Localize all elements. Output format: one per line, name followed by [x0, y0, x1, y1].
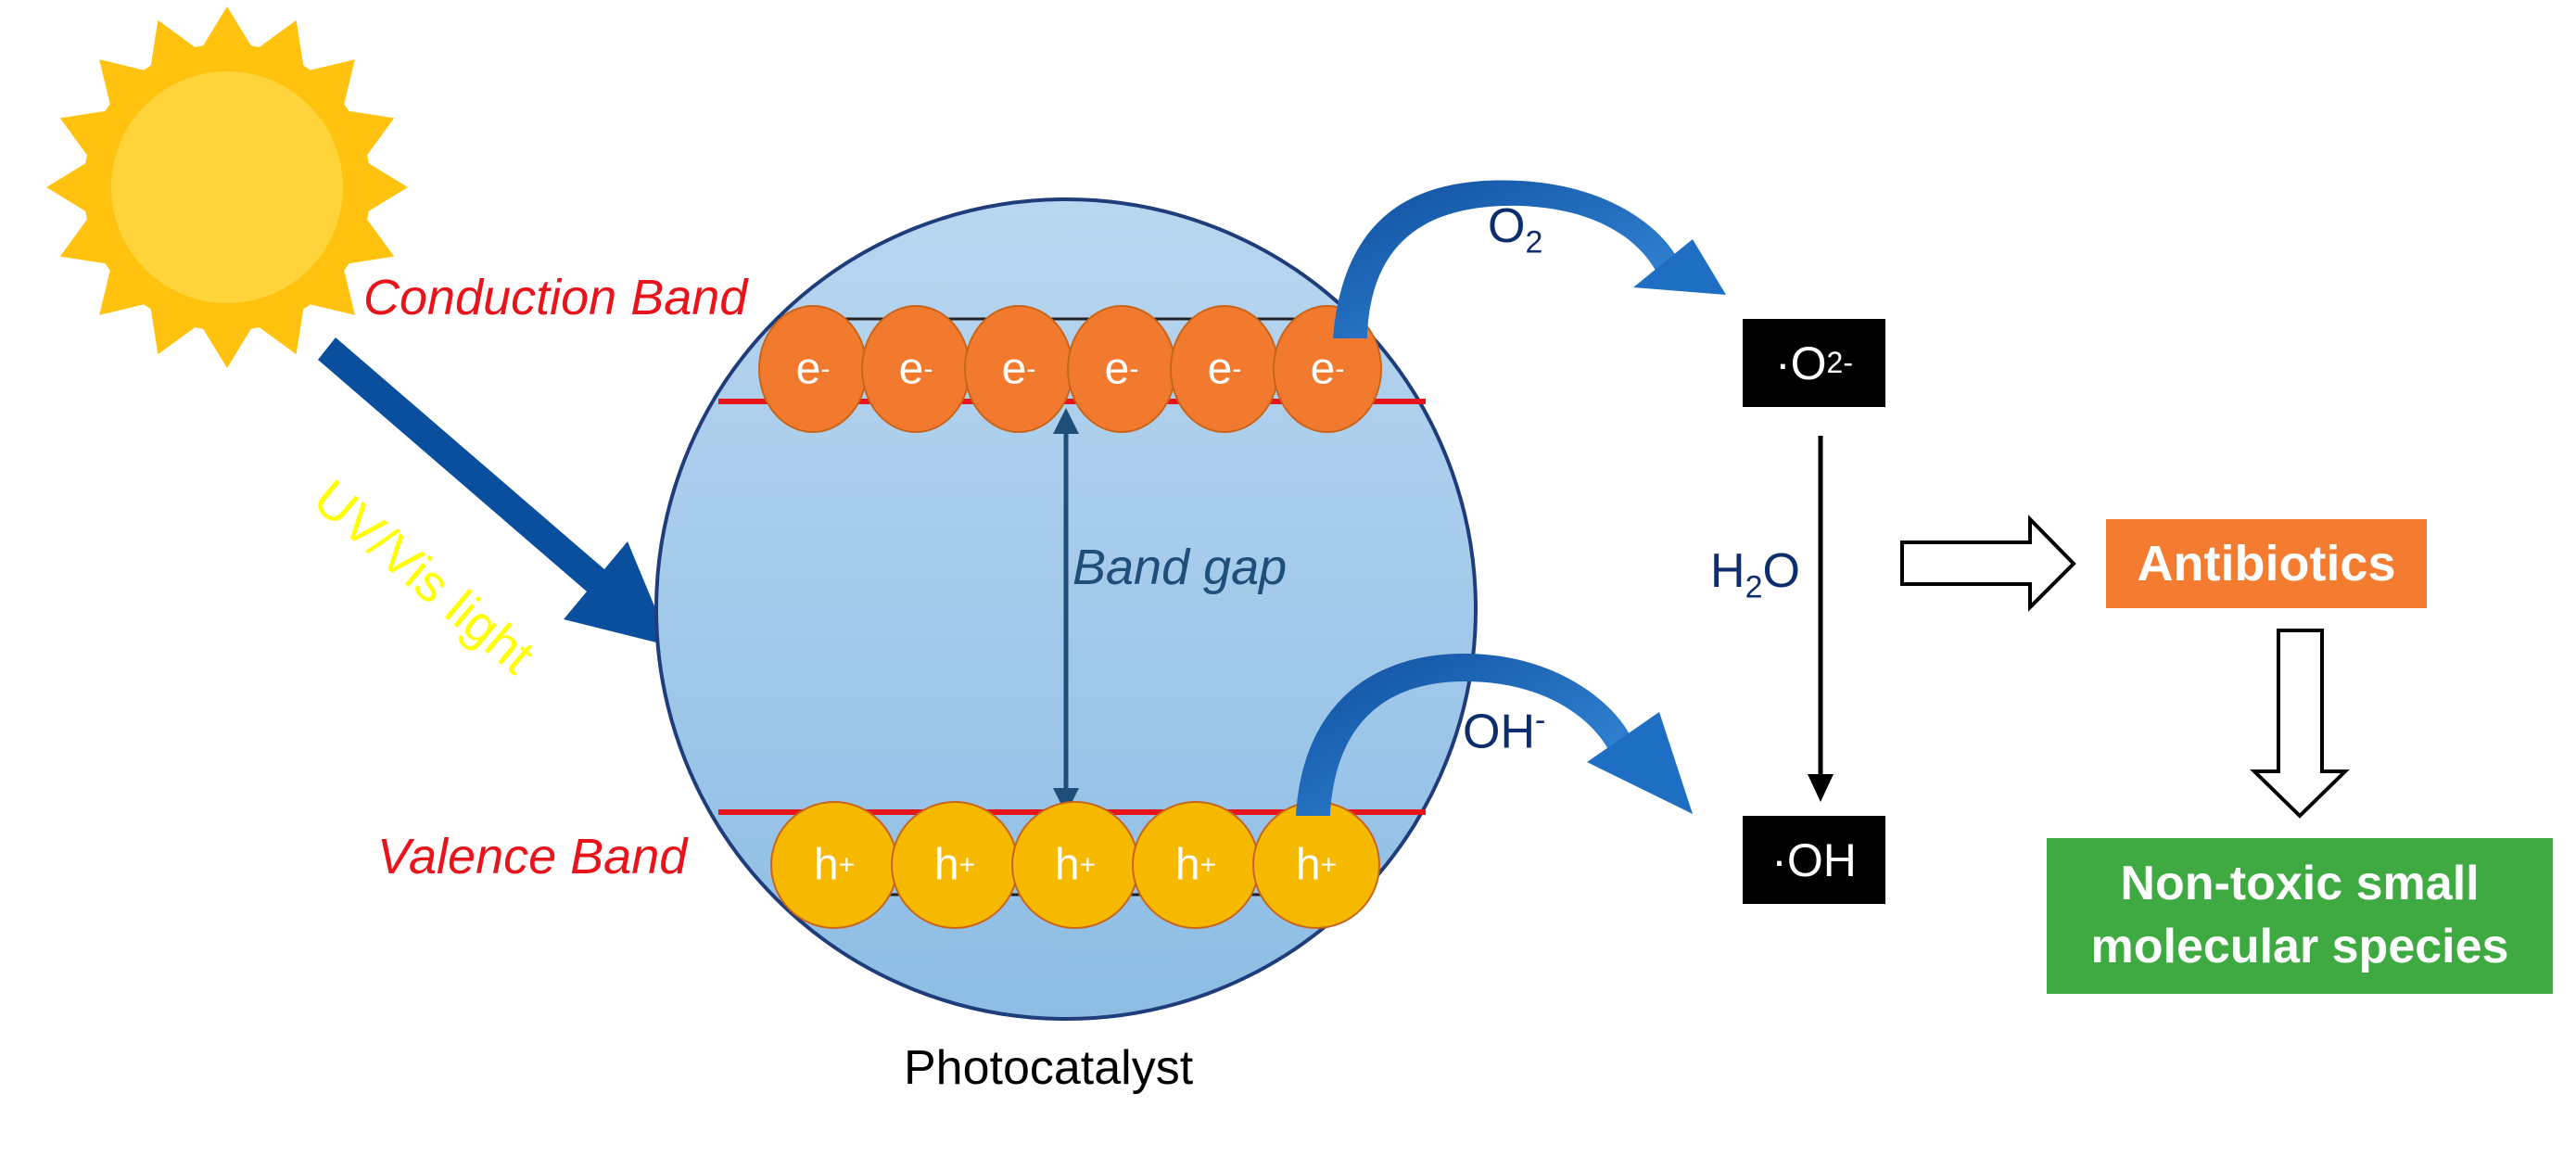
electron-charge: -	[1129, 353, 1139, 384]
valence-band-label: Valence Band	[377, 829, 688, 884]
oh-oxidation-arrow	[1296, 654, 1693, 816]
light-arrow	[318, 337, 671, 646]
hole-charge: +	[1079, 849, 1097, 880]
h2o-h: H	[1710, 544, 1745, 598]
h2o-o: O	[1762, 544, 1800, 598]
superoxide-symbol: ·O	[1775, 337, 1827, 389]
hydroxide-label: OH-	[1463, 705, 1545, 756]
hollow-right-arrow	[1900, 515, 2076, 612]
electron-label: e-	[899, 344, 933, 395]
electron-charge: -	[1232, 353, 1242, 384]
electron-symbol: e	[1104, 344, 1130, 394]
electron-symbol: e	[1310, 344, 1336, 394]
band-gap-label: Band gap	[1072, 540, 1288, 595]
hole-symbol: h	[1174, 840, 1200, 890]
hole-symbol: h	[1295, 840, 1321, 890]
o2-symbol: O	[1488, 199, 1526, 253]
h2o-arrow	[1808, 436, 1834, 802]
electron-label: e-	[796, 344, 831, 395]
electron-group	[758, 305, 1382, 433]
h2o-label: H2O	[1710, 547, 1800, 603]
h2o-subscript: 2	[1745, 569, 1763, 605]
product-line-2: molecular species	[2090, 920, 2509, 973]
hole-label: h+	[1296, 840, 1337, 891]
band-gap-arrow	[1053, 408, 1079, 814]
electron-label: e-	[1311, 344, 1345, 395]
hole-symbol: h	[813, 840, 839, 890]
electron-symbol: e	[1001, 344, 1027, 394]
hole-charge: +	[1199, 849, 1217, 880]
hydroxyl-radical-box: ·OH	[1743, 816, 1885, 904]
hole-label: h+	[1175, 840, 1216, 891]
electron-symbol: e	[898, 344, 924, 394]
hole-symbol: h	[1054, 840, 1080, 890]
electron-charge: -	[1335, 353, 1345, 384]
sun-icon	[46, 6, 408, 368]
hole-label: h+	[1055, 840, 1096, 891]
hollow-down-arrow	[2250, 629, 2350, 819]
electron-symbol: e	[795, 344, 821, 394]
hydroxyl-symbol: ·OH	[1771, 833, 1857, 886]
electron-label: e-	[1105, 344, 1139, 395]
superoxide-subscript: 2	[1826, 346, 1844, 379]
product-box: Non-toxic small molecular species	[2047, 838, 2553, 994]
o2-label: O2	[1488, 202, 1542, 258]
electron-charge: -	[1026, 353, 1036, 384]
product-line-1: Non-toxic small	[2120, 857, 2480, 911]
hole-symbol: h	[933, 840, 959, 890]
o2-reduction-arrow	[1333, 180, 1726, 338]
hole-label: h+	[934, 840, 975, 891]
electron-label: e-	[1002, 344, 1036, 395]
o2-subscript: 2	[1525, 224, 1543, 261]
hydroxide-charge: -	[1535, 703, 1546, 738]
conduction-band-label: Conduction Band	[363, 270, 748, 325]
electron-charge: -	[923, 353, 933, 384]
hydroxide-symbol: OH	[1463, 705, 1535, 759]
hole-charge: +	[838, 849, 856, 880]
superoxide-charge: -	[1843, 346, 1853, 379]
electron-label: e-	[1208, 344, 1242, 395]
hole-group	[770, 801, 1380, 929]
electron-charge: -	[820, 353, 831, 384]
antibiotics-text: Antibiotics	[2137, 536, 2396, 591]
electron-symbol: e	[1207, 344, 1233, 394]
hole-charge: +	[1320, 849, 1338, 880]
hole-label: h+	[814, 840, 855, 891]
hole-charge: +	[958, 849, 976, 880]
antibiotics-box: Antibiotics	[2106, 519, 2427, 608]
photocatalyst-label: Photocatalyst	[904, 1041, 1194, 1095]
